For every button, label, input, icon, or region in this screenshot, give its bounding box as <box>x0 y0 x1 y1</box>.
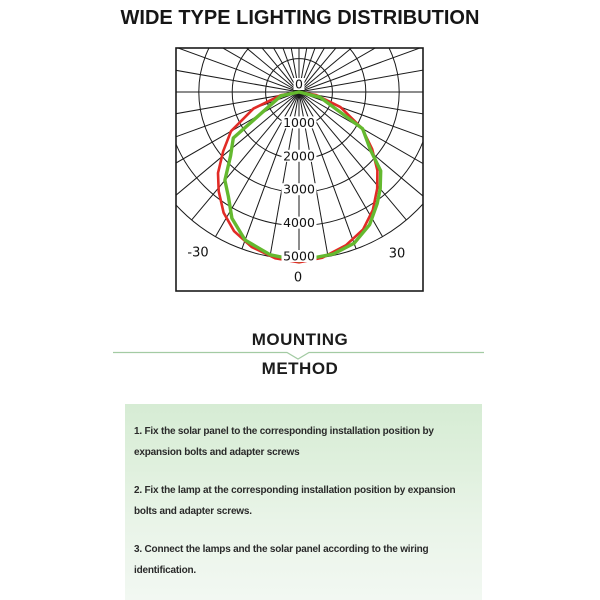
svg-text:0: 0 <box>295 77 303 92</box>
svg-text:5000: 5000 <box>283 249 315 264</box>
section-divider <box>113 351 484 360</box>
divider-notched-line <box>113 351 484 360</box>
page-title: WIDE TYPE LIGHTING DISTRIBUTION <box>120 7 480 29</box>
mounting-steps-panel: 1. Fix the solar panel to the correspond… <box>125 404 482 600</box>
svg-text:0: 0 <box>294 271 302 286</box>
svg-text:2000: 2000 <box>283 148 315 163</box>
svg-text:30: 30 <box>389 247 406 262</box>
svg-text:1000: 1000 <box>283 115 315 130</box>
mounting-step-3: 3. Connect the lamps and the solar panel… <box>134 544 429 576</box>
svg-text:3000: 3000 <box>283 182 315 197</box>
method-heading: METHOD <box>261 359 339 378</box>
mounting-step-1: 1. Fix the solar panel to the correspond… <box>134 426 434 458</box>
svg-text:-30: -30 <box>187 246 208 261</box>
mounting-step-2: 2. Fix the lamp at the corresponding ins… <box>134 485 456 517</box>
mounting-heading: MOUNTING <box>251 330 349 349</box>
svg-text:4000: 4000 <box>283 215 315 230</box>
